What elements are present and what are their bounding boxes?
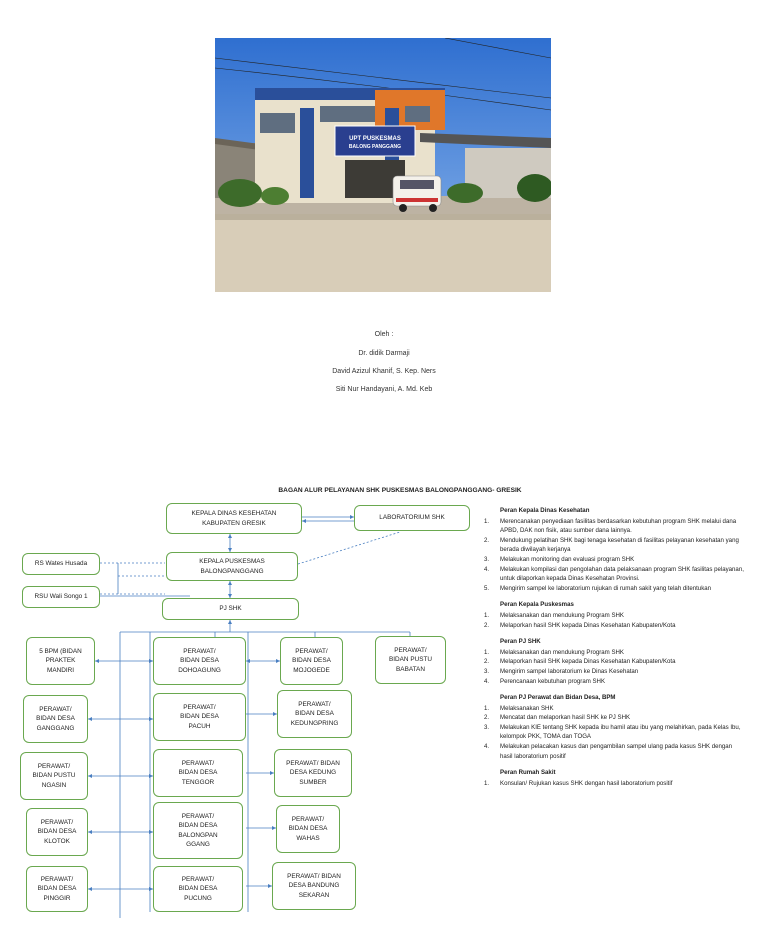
box-kepala-dinas-kesehatan: KEPALA DINAS KESEHATAN KABUPATEN GRESIK xyxy=(166,503,302,534)
box-pustu-ngasin: PERAWAT/ BIDAN PUSTU NGASIN xyxy=(20,752,88,800)
box-bidan-pinggir: PERAWAT/ BIDAN DESA PINGGIR xyxy=(26,866,88,912)
roles-panel: Peran Kepala Dinas Kesehatan 1.Merencana… xyxy=(484,506,744,795)
connector-kapus-lab xyxy=(297,531,401,565)
role-item: 1.Merencanakan penyediaan fasilitas berd… xyxy=(484,517,737,535)
box-bidan-dohoagung: PERAWAT/ BIDAN DESA DOHOAGUNG xyxy=(153,637,246,685)
role-item: 3.Melakukan monitoring dan evaluasi prog… xyxy=(484,555,635,563)
credit-author-1: Dr. didik Darmaji xyxy=(358,350,410,357)
role-item: 1.Melaksanakan dan mendukung Program SHK xyxy=(484,611,624,619)
box-bidan-mojogede: PERAWAT/ BIDAN DESA MOJOGEDE xyxy=(280,637,343,685)
role-heading: Peran Rumah Sakit xyxy=(500,769,556,777)
box-bidan-pucung: PERAWAT/ BIDAN DESA PUCUNG xyxy=(153,866,243,912)
box-bidan-pacuh: PERAWAT/ BIDAN DESA PACUH xyxy=(153,693,246,741)
role-item: 4.Melakukan kompilasi dan pengolahan dat… xyxy=(484,565,744,583)
box-bidan-kedungpring: PERAWAT/ BIDAN DESA KEDUNGPRING xyxy=(277,690,352,738)
role-heading: Peran Kepala Puskesmas xyxy=(500,601,574,609)
role-item: 2.Melaporkan hasil SHK kepada Dinas Kese… xyxy=(484,658,676,666)
puskesmas-photo: UPT PUSKESMAS BALONG PANGGANG xyxy=(215,38,551,292)
box-bidan-ganggang: PERAWAT/ BIDAN DESA GANGGANG xyxy=(23,695,88,743)
role-item: 1.Konsulan/ Rujukan kasus SHK dengan has… xyxy=(484,779,673,787)
role-heading: Peran PJ SHK xyxy=(500,638,541,646)
box-kepala-puskesmas: KEPALA PUSKESMAS BALONGPANGGANG xyxy=(166,552,298,581)
box-bpm: 5 BPM (BIDAN PRAKTEK MANDIRI xyxy=(26,637,95,685)
box-pustu-babatan: PERAWAT/ BIDAN PUSTU BABATAN xyxy=(375,636,446,684)
role-section: Peran Kepala Puskesmas 1.Melaksanakan da… xyxy=(484,600,744,630)
credit-author-2: David Azizul Khanif, S. Kep. Ners xyxy=(332,368,436,375)
role-item: 4.Perencanaan kebutuhan program SHK xyxy=(484,677,606,685)
role-item: 3.Mengirim sampel laboratorium ke Dinas … xyxy=(484,667,639,675)
role-item: 2.Mencatat dan melaporkan hasil SHK ke P… xyxy=(484,714,631,722)
box-bidan-klotok: PERAWAT/ BIDAN DESA KLOTOK xyxy=(26,808,88,856)
role-item: 5.Mengirim sampel ke laboratorium rujuka… xyxy=(484,584,712,592)
role-item: 4.Melakukan pelacakan kasus dan pengambi… xyxy=(484,743,733,760)
role-section: Peran Kepala Dinas Kesehatan 1.Merencana… xyxy=(484,506,744,593)
role-item: 2.Mendukung pelatihan SHK bagi tenaga ke… xyxy=(484,536,739,554)
box-rsu-wali-songo: RSU Wali Songo 1 xyxy=(22,586,100,608)
svg-text:BALONG PANGGANG: BALONG PANGGANG xyxy=(349,144,401,150)
role-item: 1.Melaksanakan dan mendukung Program SHK xyxy=(484,648,624,656)
box-laboratorium-shk: LABORATORIUM SHK xyxy=(354,505,470,531)
svg-text:UPT PUSKESMAS: UPT PUSKESMAS xyxy=(349,136,401,142)
box-bidan-kedung-sumber: PERAWAT/ BIDAN DESA KEDUNG SUMBER xyxy=(274,749,352,797)
role-item: 1.Melaksanakan SHK xyxy=(484,704,554,712)
role-section: Peran PJ SHK 1.Melaksanakan dan mendukun… xyxy=(484,637,744,686)
credit-author-3: Siti Nur Handayani, A. Md. Keb xyxy=(335,386,433,393)
credit-by: Oleh : xyxy=(374,331,394,338)
role-section: Peran PJ Perawat dan Bidan Desa, BPM 1.M… xyxy=(484,693,744,761)
role-item: 3.Melakukan KIE tentang SHK kepada ibu h… xyxy=(484,723,741,741)
role-heading: Peran PJ Perawat dan Bidan Desa, BPM xyxy=(500,694,616,702)
box-bidan-bandung-sekaran: PERAWAT/ BIDAN DESA BANDUNG SEKARAN xyxy=(272,862,356,910)
role-section: Peran Rumah Sakit 1.Konsulan/ Rujukan ka… xyxy=(484,768,744,788)
box-bidan-tenggor: PERAWAT/ BIDAN DESA TENGGOR xyxy=(153,749,243,797)
box-bidan-balongpanggang: PERAWAT/ BIDAN DESA BALONGPAN GGANG xyxy=(153,802,243,859)
flowchart-title: BAGAN ALUR PELAYANAN SHK PUSKESMAS BALON… xyxy=(278,487,522,494)
box-bidan-wahas: PERAWAT/ BIDAN DESA WAHAS xyxy=(276,805,340,853)
box-pj-shk: PJ SHK xyxy=(162,598,299,620)
box-rs-wates-husada: RS Wates Husada xyxy=(22,553,100,575)
role-item: 2.Melaporkan hasil SHK kepada Dinas Kese… xyxy=(484,621,676,629)
role-heading: Peran Kepala Dinas Kesehatan xyxy=(500,507,590,514)
